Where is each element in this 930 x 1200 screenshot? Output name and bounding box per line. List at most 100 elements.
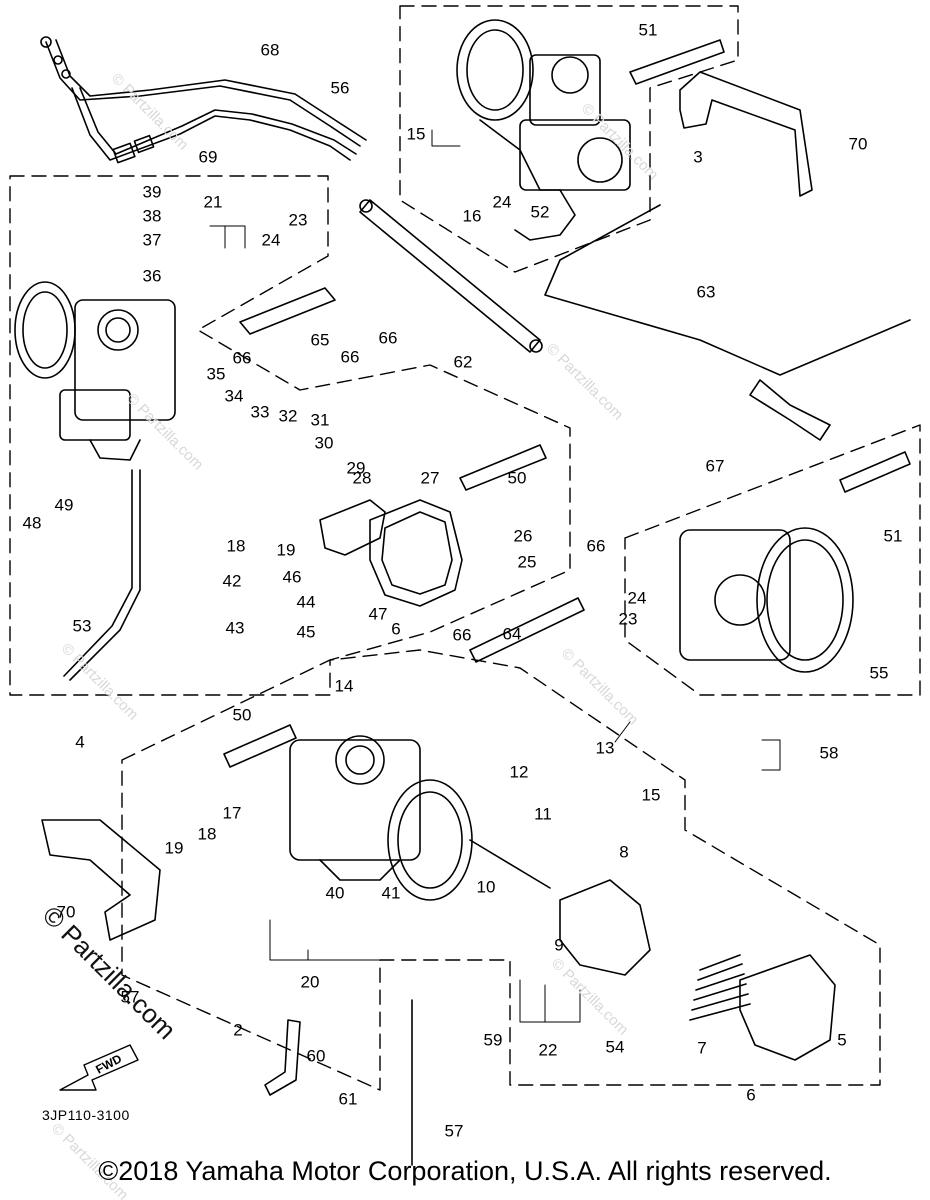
lever-27 xyxy=(319,499,386,556)
callout-number: 14 xyxy=(334,676,354,696)
callout-number: 66 xyxy=(378,328,398,348)
callout-number: 21 xyxy=(203,192,223,212)
bracket-70 xyxy=(679,71,813,197)
callout-number: 68 xyxy=(260,40,280,60)
callout-number: 45 xyxy=(296,622,316,642)
callout-number: 58 xyxy=(819,743,839,763)
callout-number: 17 xyxy=(222,803,242,823)
group-outline-4 xyxy=(9,175,571,696)
callout-number: 16 xyxy=(462,206,482,226)
bracket-60 xyxy=(264,1019,301,1096)
bracket-70-lower xyxy=(41,819,161,941)
needle-rod xyxy=(469,839,551,889)
callout-number: 60 xyxy=(306,1046,326,1066)
callout-number: 57 xyxy=(120,987,140,1007)
callout-number: 3 xyxy=(693,147,703,167)
callout-number: 44 xyxy=(296,592,316,612)
diaphragm-cover-47 xyxy=(369,499,463,607)
callout-number: 33 xyxy=(250,402,270,422)
callout-number: 22 xyxy=(538,1040,558,1060)
cable-63-end xyxy=(749,379,831,441)
callout-number: 61 xyxy=(338,1089,358,1109)
leader-lines xyxy=(209,129,781,1023)
callout-number: 55 xyxy=(869,663,889,683)
callout-number: 66 xyxy=(232,348,252,368)
callout-number: 18 xyxy=(226,536,246,556)
group-outline-3 xyxy=(399,5,739,273)
callout-number: 40 xyxy=(325,883,345,903)
callout-number: 62 xyxy=(453,352,473,372)
callout-number: 24 xyxy=(627,588,647,608)
callout-number: 24 xyxy=(261,230,281,250)
group-outlines xyxy=(9,5,921,1091)
callout-number: 51 xyxy=(638,20,658,40)
fwd-arrow xyxy=(59,1044,139,1091)
rod-62 xyxy=(359,199,541,353)
group-outline-right xyxy=(624,424,921,696)
callout-number: 39 xyxy=(142,182,162,202)
copyright-notice: ©2018 Yamaha Motor Corporation, U.S.A. A… xyxy=(98,1156,832,1186)
callout-number: 25 xyxy=(517,552,537,572)
cable-63 xyxy=(544,204,911,376)
callout-number: 37 xyxy=(142,230,162,250)
callout-number: 64 xyxy=(502,624,522,644)
callout-number: 69 xyxy=(198,147,218,167)
hose-53 xyxy=(69,469,141,681)
diaphragm-cover xyxy=(739,954,836,1061)
callout-number: 35 xyxy=(206,364,226,384)
callout-number: 65 xyxy=(310,330,330,350)
callout-number: 63 xyxy=(696,282,716,302)
callout-number: 59 xyxy=(483,1030,503,1050)
callout-number: 28 xyxy=(352,468,372,488)
carburetor-2 xyxy=(289,735,473,901)
fuel-hoses-68-69 xyxy=(40,36,367,164)
carburetor-3 xyxy=(456,19,631,241)
callout-number: 51 xyxy=(883,526,903,546)
callout-number: 36 xyxy=(142,266,162,286)
callout-number: 8 xyxy=(619,842,629,862)
callout-number: 46 xyxy=(282,567,302,587)
callout-number: 7 xyxy=(697,1038,707,1058)
callout-number: 66 xyxy=(340,347,360,367)
callout-number: 29 xyxy=(346,458,366,478)
callout-number: 66 xyxy=(452,625,472,645)
callout-number: 15 xyxy=(641,785,661,805)
callout-number: 43 xyxy=(225,618,245,638)
callout-number: 6 xyxy=(746,1085,756,1105)
spring-7 xyxy=(689,954,751,1021)
callout-number: 12 xyxy=(509,762,529,782)
callout-number: 42 xyxy=(222,571,242,591)
callout-number: 47 xyxy=(368,604,388,624)
callout-number: 48 xyxy=(22,513,42,533)
callout-number: 6 xyxy=(391,619,401,639)
callout-number: 52 xyxy=(530,202,550,222)
callout-number: 4 xyxy=(75,732,85,752)
callout-number: 57 xyxy=(444,1121,464,1141)
callout-number: 50 xyxy=(232,705,252,725)
carburetor-right xyxy=(679,527,854,673)
callout-number: 20 xyxy=(300,972,320,992)
callout-number: 27 xyxy=(420,468,440,488)
callout-number: 30 xyxy=(314,433,334,453)
callout-number: 31 xyxy=(310,410,330,430)
callout-number: 23 xyxy=(618,609,638,629)
callout-number: 70 xyxy=(848,134,868,154)
callout-number: 53 xyxy=(72,616,92,636)
hose-53-outer xyxy=(63,469,133,677)
callout-number: 19 xyxy=(276,540,296,560)
callout-number: 2 xyxy=(233,1020,243,1040)
callout-number: 49 xyxy=(54,495,74,515)
callout-number: 38 xyxy=(142,206,162,226)
callout-number: 66 xyxy=(586,536,606,556)
callout-number: 10 xyxy=(476,877,496,897)
callout-number: 15 xyxy=(406,124,426,144)
callout-number: 34 xyxy=(224,386,244,406)
callout-number: 50 xyxy=(507,468,527,488)
group-outline-2 xyxy=(121,649,881,1091)
callout-number: 67 xyxy=(705,456,725,476)
callout-number: 24 xyxy=(492,192,512,212)
callout-number: 11 xyxy=(534,804,552,824)
callout-number: 18 xyxy=(197,824,217,844)
callout-number: 13 xyxy=(595,738,615,758)
